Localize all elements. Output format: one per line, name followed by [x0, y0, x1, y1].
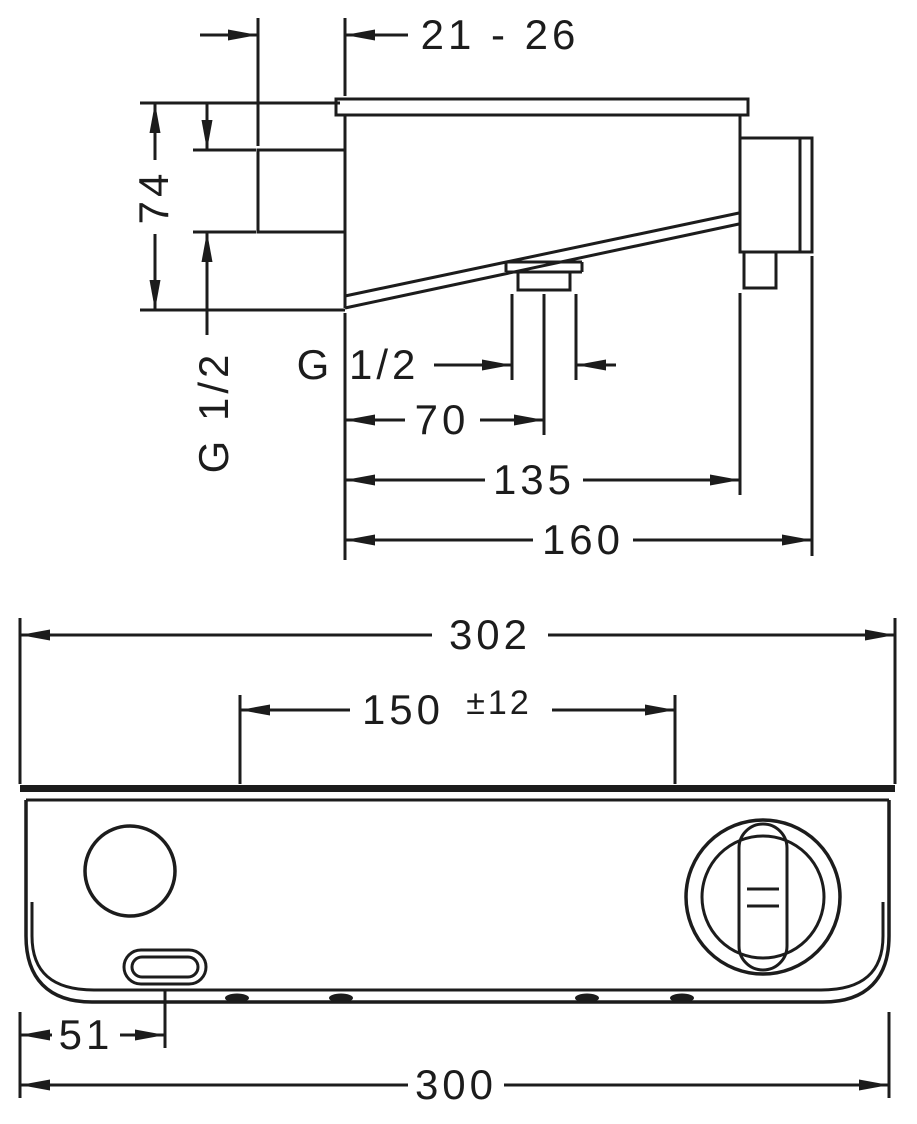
body-sloped-underside	[344, 211, 740, 310]
arrow-icon	[514, 414, 544, 426]
body-outline	[24, 800, 891, 1004]
dim-label-wall-clearance: 21 - 26	[421, 11, 580, 58]
arrow-icon	[20, 1029, 50, 1041]
front-view-fixture	[20, 785, 895, 1004]
spout-outlet	[504, 260, 584, 292]
underside-dot	[225, 993, 249, 1003]
underside-dot	[575, 993, 599, 1003]
arrow-icon	[20, 629, 50, 641]
temperature-dial-grip	[737, 822, 789, 972]
outlet-spout-inner	[130, 955, 200, 979]
side-extension-lines	[140, 18, 814, 560]
arrow-icon	[201, 232, 213, 262]
arrow-icon	[149, 103, 161, 133]
arrow-icon	[865, 629, 895, 641]
arrow-icon	[345, 29, 375, 41]
front-extension-lines	[18, 618, 897, 1098]
arrow-icon	[240, 704, 270, 716]
outlet-spout	[122, 948, 208, 986]
arrow-icon	[228, 29, 258, 41]
arrow-icon	[482, 359, 512, 371]
front-dimension-lines	[20, 633, 895, 1087]
dim-label-spout-offset-depth: 70	[415, 396, 470, 443]
arrow-icon	[135, 1029, 165, 1041]
arrow-icon	[149, 280, 161, 310]
dim-label-body-width: 300	[415, 1061, 497, 1108]
arrow-icon	[20, 1079, 50, 1091]
side-view: 21 - 26 74 G 1/2 G 1/2 70 135 160	[130, 11, 814, 563]
select-button	[83, 824, 177, 918]
dim-label-overall-depth: 160	[542, 516, 624, 563]
arrow-icon	[345, 414, 375, 426]
front-view: 302 150 ±12 51 300	[18, 611, 897, 1108]
dim-label-body-height: 74	[130, 170, 177, 225]
dim-label-connection-centres: 150	[362, 686, 444, 733]
arrow-icon	[201, 120, 213, 150]
underside-dot	[329, 993, 353, 1003]
side-dimension-arrows	[149, 29, 812, 546]
arrow-icon	[859, 1079, 889, 1091]
side-dimension-lines	[153, 33, 812, 542]
front-dimension-arrows	[20, 629, 895, 1091]
dial-grip-lines	[747, 887, 779, 908]
arrow-icon	[645, 704, 675, 716]
arrow-icon	[345, 474, 375, 486]
dim-label-body-depth: 135	[493, 456, 575, 503]
dim-label-connection-tolerance: ±12	[466, 684, 531, 722]
dim-label-shelf-width: 302	[449, 611, 531, 658]
body-inner-rim	[30, 902, 885, 992]
hose-nipple	[742, 250, 778, 290]
shelf-top-edge	[334, 97, 750, 117]
shelf-front-edge	[20, 785, 895, 792]
dim-label-spout-thread: G 1/2	[297, 341, 420, 388]
underside-dot	[670, 993, 694, 1003]
dim-label-spout-offset: 51	[59, 1011, 114, 1058]
underside-dots	[225, 993, 694, 1003]
side-view-fixture	[256, 97, 814, 310]
arrow-icon	[345, 534, 375, 546]
temperature-dial-inner	[700, 834, 826, 960]
arrow-icon	[710, 474, 740, 486]
arrow-icon	[782, 534, 812, 546]
wall-connector	[256, 148, 347, 234]
arrow-icon	[576, 359, 606, 371]
temperature-dial-outer	[684, 818, 842, 976]
dim-label-wall-thread: G 1/2	[190, 351, 237, 474]
